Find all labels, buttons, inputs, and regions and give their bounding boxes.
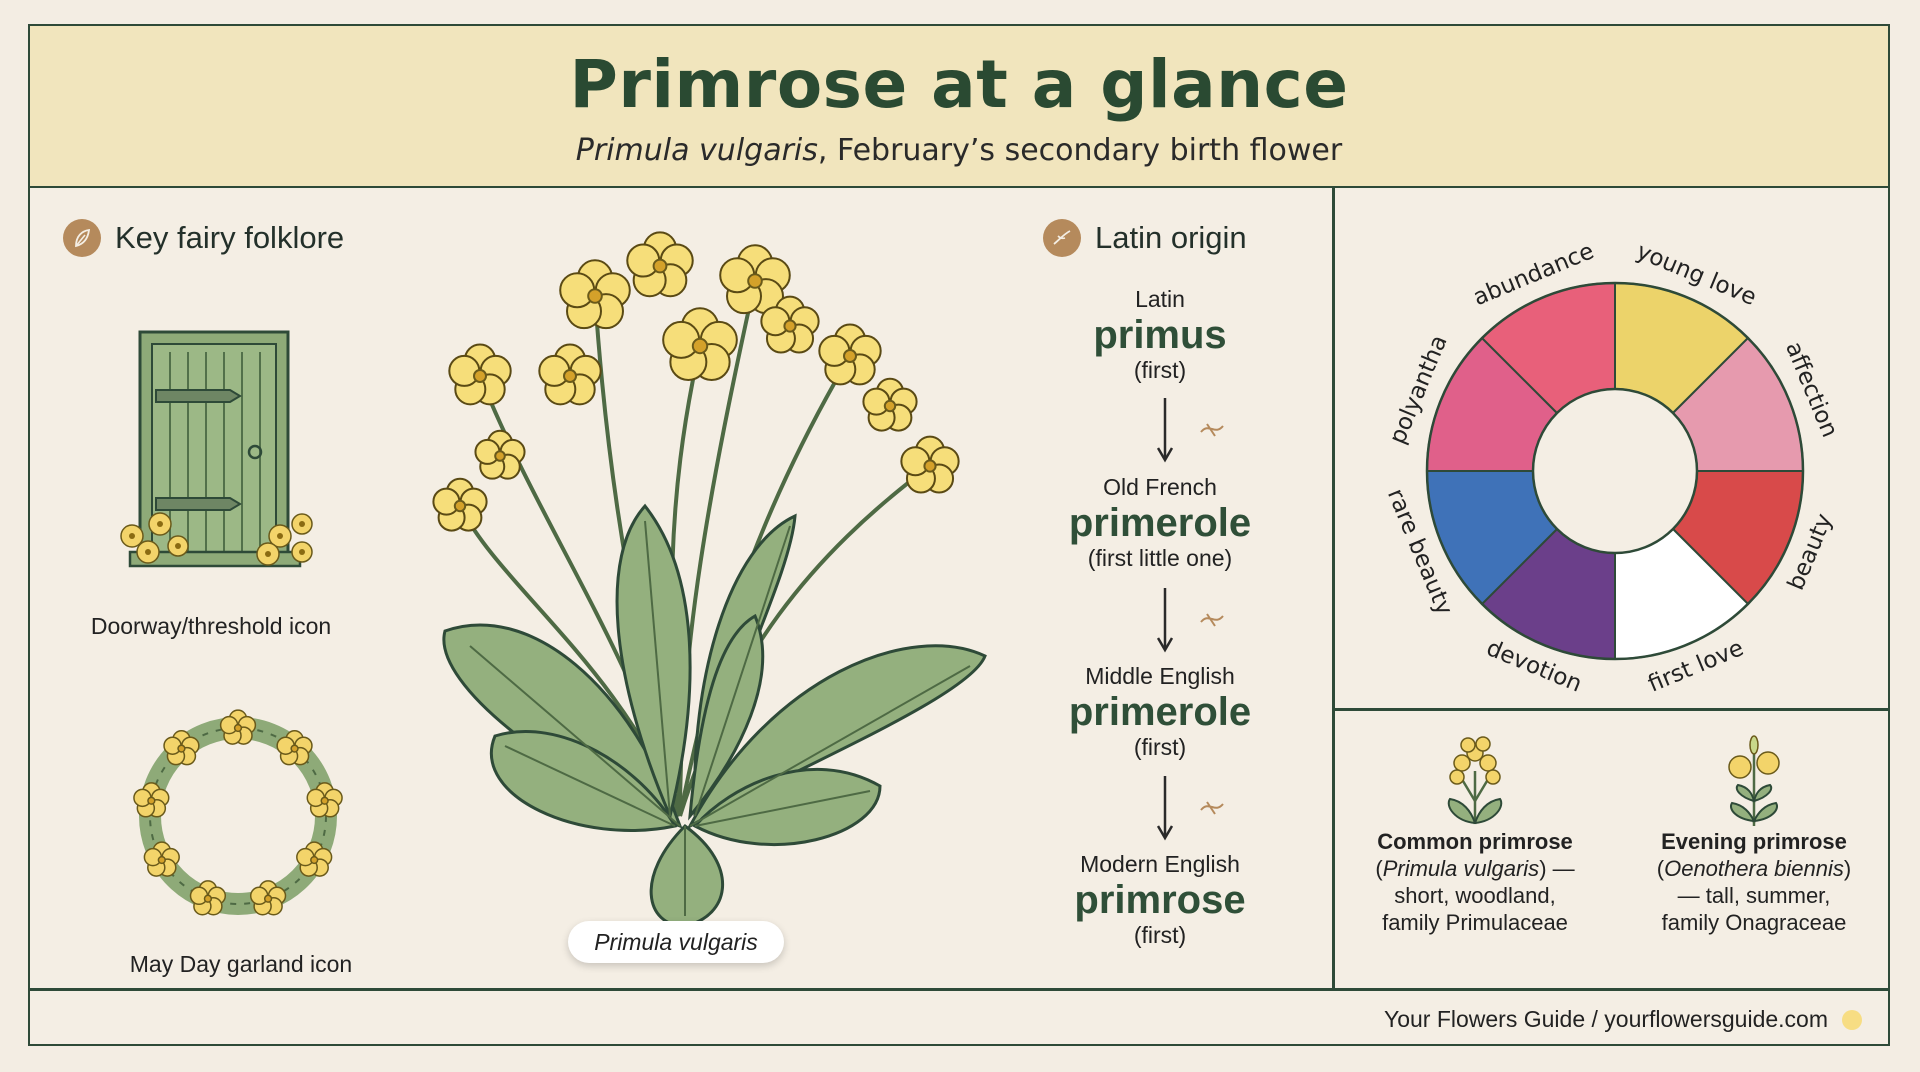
down-arrow-icon	[1157, 588, 1224, 653]
paren-open: (	[1656, 856, 1665, 881]
etymology-gloss: (first)	[1133, 357, 1187, 383]
quill-icon	[1043, 219, 1081, 257]
sun-icon	[1842, 1009, 1862, 1030]
etymology-step-middle-english: Middle English primerole (first)	[1010, 663, 1310, 761]
comparison-evening-primrose: Evening primrose (Oenothera biennis) — t…	[1629, 828, 1879, 936]
common-primrose-icon	[1447, 736, 1503, 825]
door-icon	[120, 330, 313, 568]
etymology-language: Modern English	[1080, 851, 1240, 877]
garland-icon-caption: May Day garland icon	[129, 951, 353, 977]
primrose-plant-illustration	[432, 231, 987, 926]
subtitle-text: , February’s secondary birth flower	[817, 133, 1343, 168]
comparison-family: family Onagraceae	[1661, 910, 1847, 935]
paren-close: )	[1843, 856, 1852, 881]
footer: Your Flowers Guide / yourflowersguide.co…	[1384, 1006, 1862, 1033]
etymology-word: primrose	[1074, 878, 1246, 922]
etymology-language: Middle English	[1085, 663, 1235, 689]
latin-origin-heading-text: Latin origin	[1095, 220, 1247, 255]
garland-icon	[133, 709, 343, 916]
folklore-heading-text: Key fairy folklore	[115, 220, 345, 255]
comparison-name: Common primrose	[1377, 829, 1573, 854]
header-banner: Primrose at a glance Primula vulgaris, F…	[30, 26, 1888, 188]
footer-site-link[interactable]: Your Flowers Guide / yourflowersguide.co…	[1383, 1006, 1828, 1032]
etymology-word: primerole	[1068, 501, 1252, 545]
page-subtitle: Primula vulgaris, February’s secondary b…	[30, 133, 1888, 168]
comparison-latin-line: (Oenothera biennis)	[1629, 855, 1879, 882]
etymology-word: primerole	[1068, 690, 1252, 734]
comparison-name: Evening primrose	[1661, 829, 1847, 854]
divider-vertical	[1332, 188, 1335, 988]
etymology-language: Latin	[1135, 286, 1185, 312]
comparison-latin-line: (Primula vulgaris) —	[1350, 855, 1600, 882]
etymology-step-old-french: Old French primerole (first little one)	[1010, 474, 1310, 572]
subtitle-latin-name: Primula vulgaris	[575, 133, 818, 168]
latin-origin-heading: Latin origin	[1043, 219, 1247, 257]
folklore-heading: Key fairy folklore	[63, 219, 344, 257]
leaf-icon	[63, 219, 101, 257]
down-arrow-icon	[1157, 776, 1224, 841]
comparison-latin: Primula vulgaris	[1382, 856, 1540, 881]
paren-close: ) —	[1539, 856, 1575, 881]
comparison-desc: — tall, summer,	[1677, 883, 1831, 908]
comparison-latin: Oenothera biennis	[1664, 856, 1844, 881]
etymology-gloss: (first little one)	[1087, 545, 1233, 571]
etymology-gloss: (first)	[1133, 922, 1187, 948]
comparison-family: family Primulaceae	[1382, 910, 1568, 935]
door-icon-caption: Doorway/threshold icon	[90, 613, 332, 639]
infographic-frame: Primrose at a glance Primula vulgaris, F…	[28, 24, 1890, 1046]
down-arrow-icon	[1157, 398, 1224, 463]
evening-primrose-icon	[1728, 735, 1780, 826]
comparison-desc: short, woodland,	[1394, 883, 1556, 908]
etymology-word: primus	[1093, 313, 1227, 357]
etymology-language: Old French	[1103, 474, 1217, 500]
divider-footer	[30, 988, 1888, 991]
etymology-step-latin: Latin primus (first)	[1010, 286, 1310, 384]
page-title: Primrose at a glance	[569, 46, 1349, 123]
etymology-gloss: (first)	[1133, 734, 1187, 760]
plant-label-pill: Primula vulgaris	[568, 921, 784, 963]
comparison-common-primrose: Common primrose (Primula vulgaris) — sho…	[1350, 828, 1600, 936]
etymology-step-modern-english: Modern English primrose (first)	[1010, 851, 1310, 949]
divider-horizontal-right	[1334, 708, 1890, 711]
paren-open: (	[1375, 856, 1383, 881]
